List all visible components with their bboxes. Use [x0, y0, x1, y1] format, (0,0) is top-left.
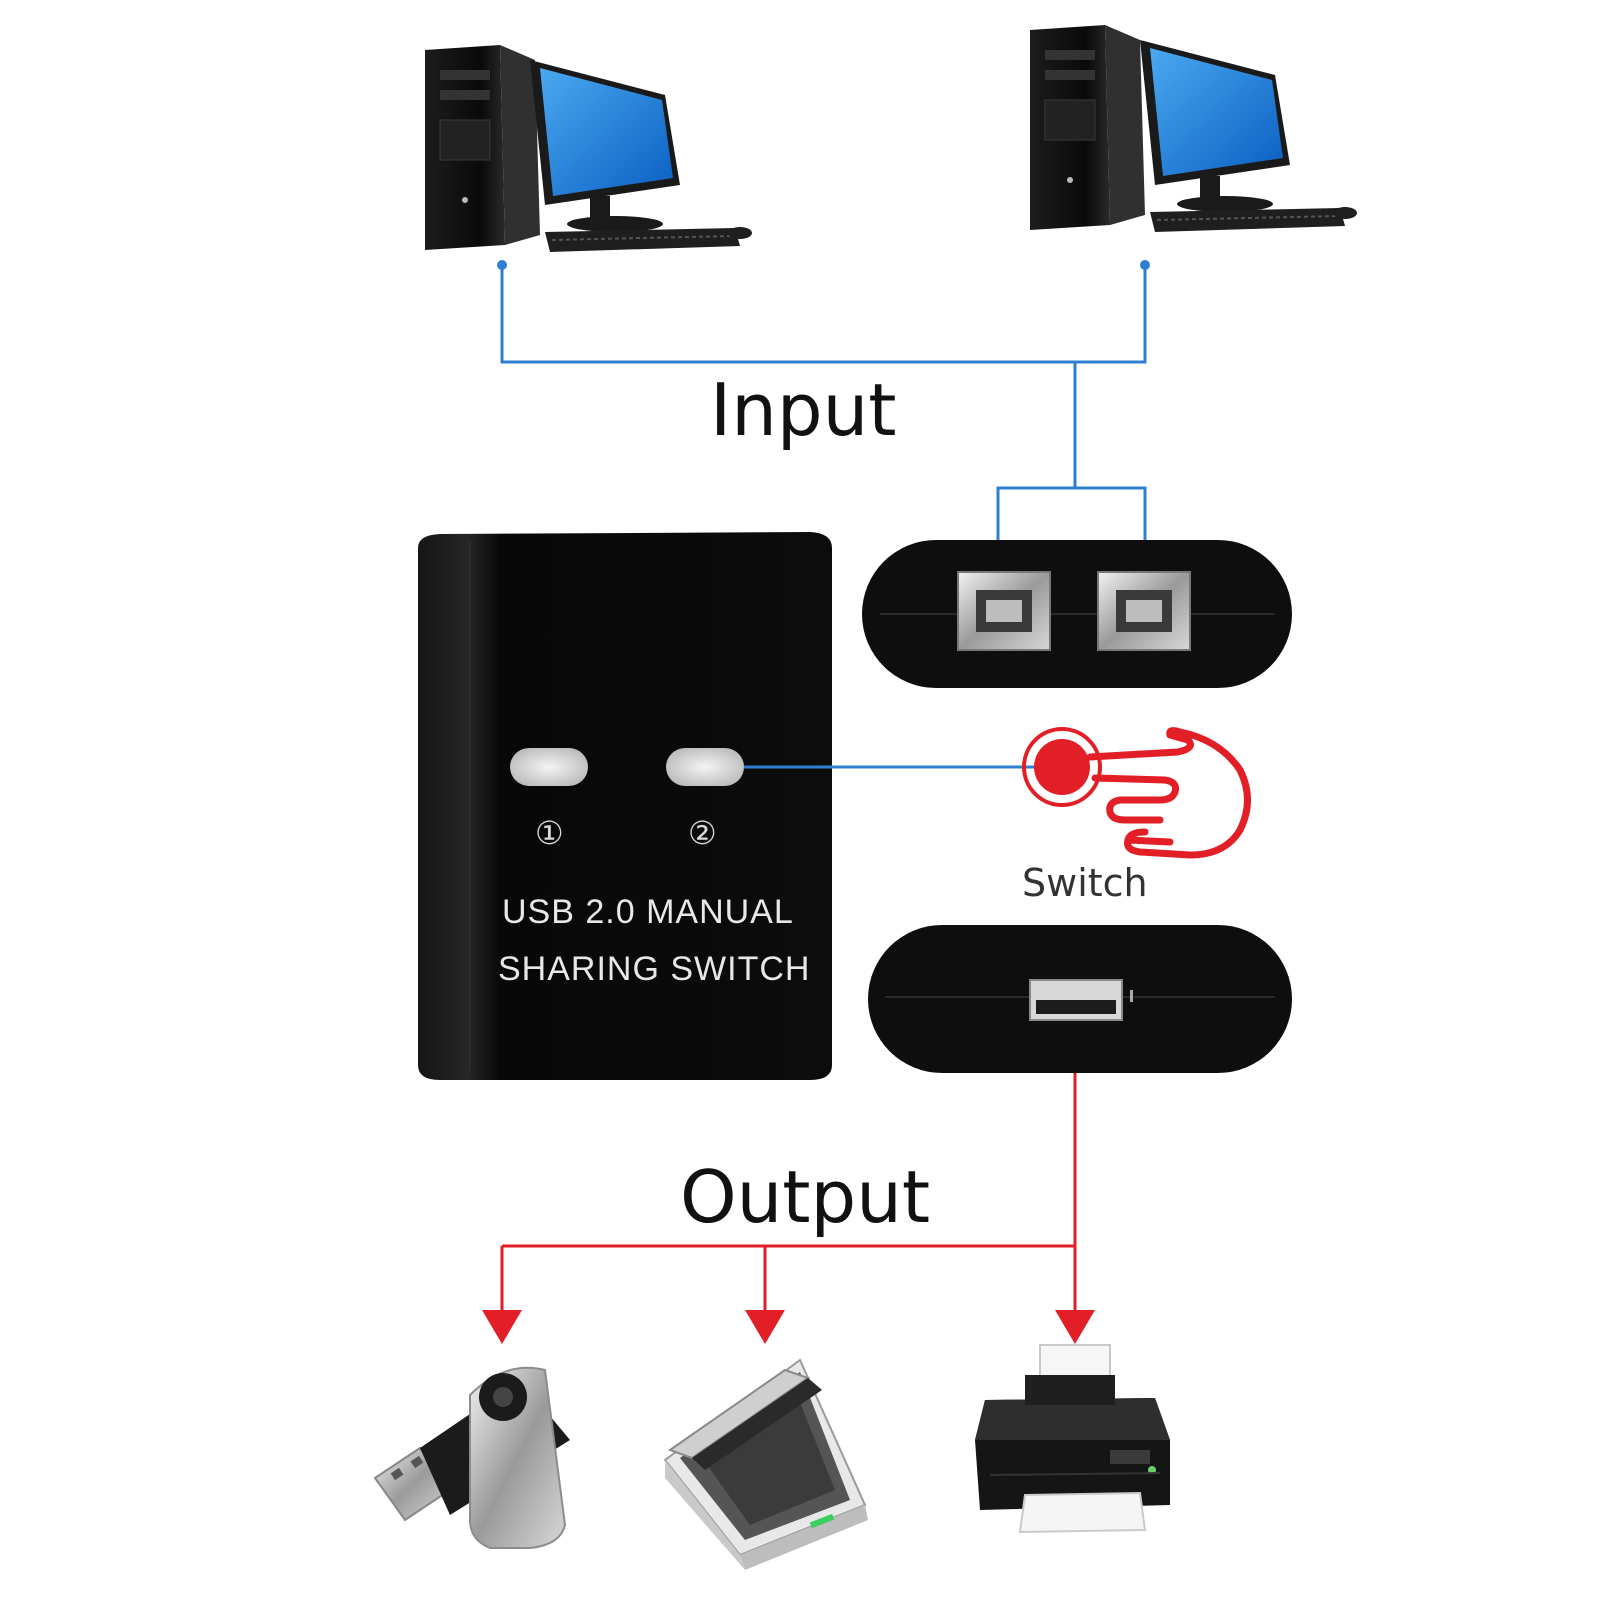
- device-label-line2: SHARING SWITCH: [498, 950, 810, 988]
- arrow-down-icon: [482, 1310, 522, 1344]
- desktop-computer-icon: [1030, 25, 1357, 232]
- usb-flash-drive-icon: [373, 1366, 570, 1549]
- output-arrowheads: [482, 1310, 1095, 1344]
- port-number-2: ②: [688, 814, 717, 852]
- usb-sharing-switch-device: ① ② USB 2.0 MANUAL SHARING SWITCH: [418, 532, 832, 1080]
- switch-button-2[interactable]: [666, 748, 744, 786]
- usb-b-port-1: [957, 571, 1051, 651]
- switch-label: Switch: [1022, 861, 1148, 905]
- pressing-hand-icon: [1022, 727, 1251, 859]
- output-connection-lines: [500, 1073, 1077, 1310]
- arrow-down-icon: [745, 1310, 785, 1344]
- device-label-line1: USB 2.0 MANUAL: [502, 893, 794, 931]
- input-connection-lines: [497, 260, 1150, 540]
- port-number-1: ①: [535, 814, 564, 852]
- flatbed-scanner-icon: [663, 1358, 868, 1570]
- switch-button-1[interactable]: [510, 748, 588, 786]
- output-label: Output: [680, 1155, 930, 1239]
- device-input-side-view: [862, 540, 1292, 688]
- usb-b-port-2: [1097, 571, 1191, 651]
- inkjet-printer-icon: [975, 1344, 1170, 1534]
- computer-right: [1030, 25, 1357, 232]
- usb-a-port: [1029, 979, 1133, 1021]
- desktop-computer-icon: [425, 45, 752, 252]
- arrow-down-icon: [1055, 1310, 1095, 1344]
- device-output-side-view: [868, 925, 1292, 1073]
- input-label: Input: [710, 368, 896, 452]
- computer-left: [425, 45, 752, 252]
